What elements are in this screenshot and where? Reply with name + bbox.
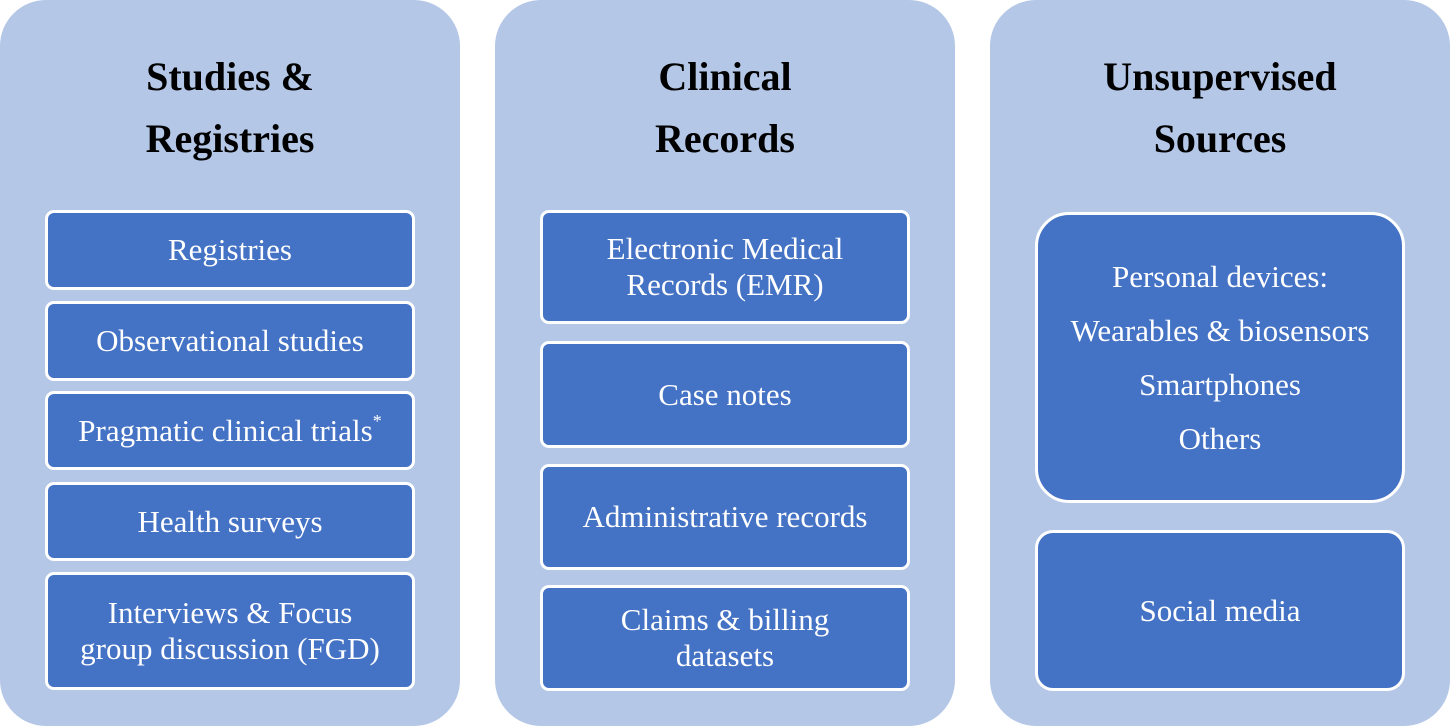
box-health-surveys: Health surveys [45,482,415,561]
column-title-line: Studies & [146,54,314,99]
box-label: Health surveys [137,503,323,539]
footnote-marker: * [372,411,382,432]
box-label: group discussion (FGD) [80,631,380,666]
box-label: Registries [168,232,292,267]
column-title-line: Clinical [658,54,792,99]
column-title: Studies & Registries [0,46,460,170]
column-title-line: Records [655,116,795,161]
column-title-line: Sources [1153,116,1287,161]
column-title: Clinical Records [495,46,955,170]
box-label: Administrative records [582,499,868,534]
box-label: Social media [1139,592,1301,628]
box-claims-billing: Claims & billing datasets [540,585,910,691]
column-title: Unsupervised Sources [990,46,1450,170]
box-label: Interviews & Focus [107,595,353,630]
box-registries: Registries [45,210,415,290]
box-label: Claims & billing [620,602,830,637]
box-label-wrap: Pragmatic clinical trials* [78,411,382,449]
box-social-media: Social media [1035,530,1405,691]
column-unsupervised-sources: Unsupervised Sources Personal devices: W… [990,0,1450,726]
box-label: Others [1178,420,1262,456]
box-label: Personal devices: [1111,258,1329,294]
box-pragmatic-clinical-trials: Pragmatic clinical trials* [45,391,415,470]
box-label: Electronic Medical [606,231,844,266]
column-studies-registries: Studies & Registries Registries Observat… [0,0,460,726]
box-observational-studies: Observational studies [45,301,415,381]
box-label: Wearables & biosensors [1070,312,1370,348]
column-clinical-records: Clinical Records Electronic Medical Reco… [495,0,955,726]
box-administrative-records: Administrative records [540,464,910,570]
box-label: Case notes [658,376,792,412]
box-electronic-medical-records: Electronic Medical Records (EMR) [540,210,910,324]
box-label: Observational studies [96,323,364,358]
box-label: Smartphones [1139,366,1301,402]
box-label: datasets [675,638,775,673]
column-title-line: Unsupervised [1103,54,1337,99]
box-personal-devices: Personal devices: Wearables & biosensors… [1035,212,1405,503]
box-interviews-fgd: Interviews & Focus group discussion (FGD… [45,572,415,690]
box-case-notes: Case notes [540,341,910,448]
box-label: Pragmatic clinical trials [78,412,373,448]
column-title-line: Registries [145,116,315,161]
box-label: Records (EMR) [626,267,824,302]
